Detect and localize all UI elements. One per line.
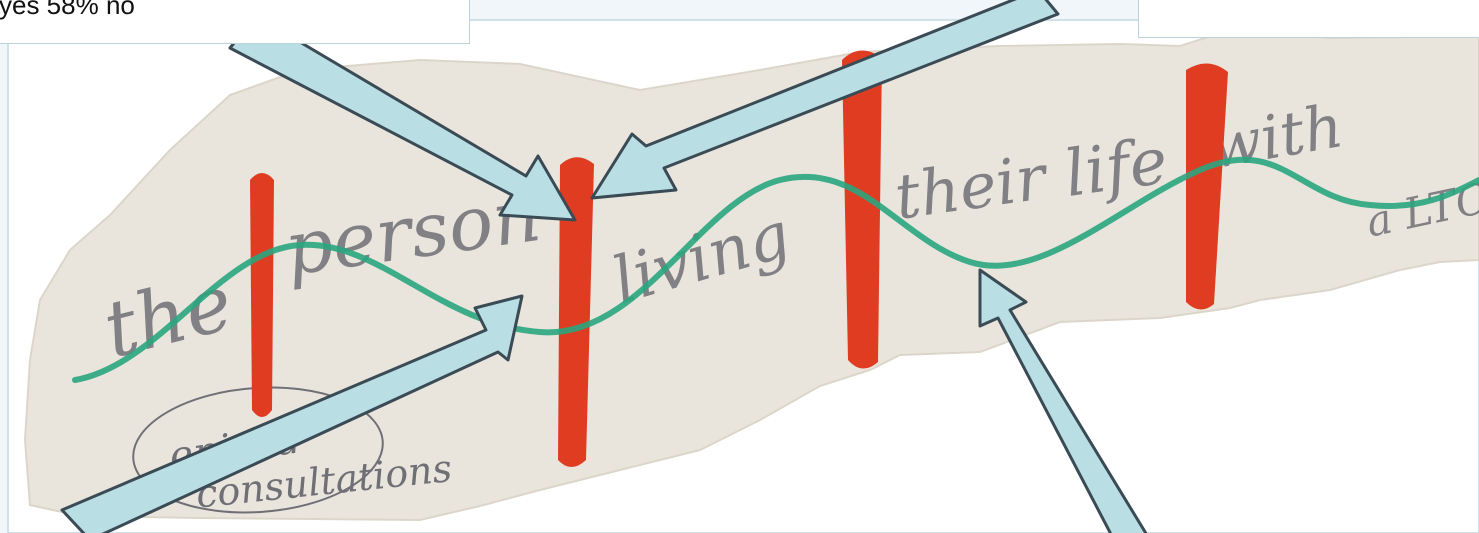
red-marker-bar <box>250 173 274 417</box>
callout-box-top-right <box>1138 0 1479 38</box>
red-marker-bar <box>842 50 882 368</box>
callout-box-top-left: yes 58% no <box>0 0 470 44</box>
handwritten-word: life <box>1060 124 1172 212</box>
callout-text: yes 58% no <box>0 0 135 21</box>
